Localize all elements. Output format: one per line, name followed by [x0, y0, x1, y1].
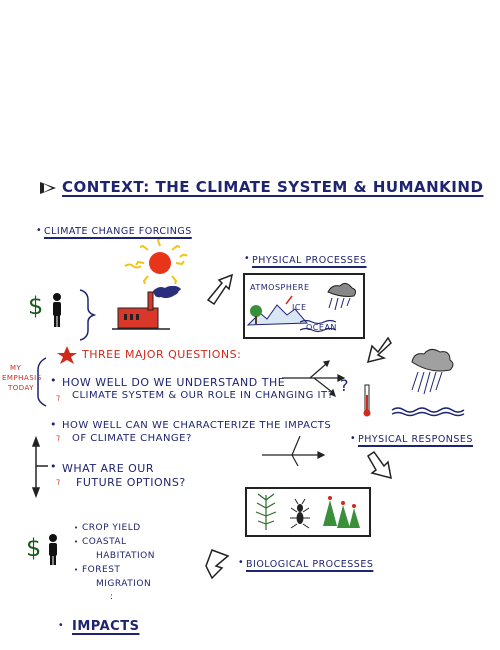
q1-question-mark: ?	[340, 376, 349, 395]
forcings-label: CLIMATE CHANGE FORCINGS	[44, 226, 192, 237]
impacts-label: IMPACTS	[72, 619, 140, 634]
atmosphere-label: ATMOSPHERE	[250, 283, 310, 292]
impact-item-migration: MIGRATION	[96, 579, 152, 589]
physical-responses-label: PHYSICAL RESPONSES	[358, 434, 473, 445]
question2-vector-arrows-icon	[262, 435, 326, 467]
q3-line1: WHAT ARE OUR	[62, 462, 155, 475]
q1-marker-icon: ⁊	[56, 393, 60, 402]
arrow-processes-to-responses-icon	[366, 336, 392, 364]
star-icon	[57, 346, 77, 364]
arrow-forcings-to-processes-icon	[206, 273, 234, 306]
sun-icon	[124, 236, 188, 285]
q2-line2: OF CLIMATE CHANGE?	[72, 433, 192, 444]
dollar-sign-icon: $	[28, 292, 44, 320]
physical-processes-pictogram	[246, 282, 357, 333]
emphasis-bracket-icon	[37, 357, 47, 407]
person-bottom-icon	[49, 534, 57, 565]
timeline-double-arrow-icon	[31, 435, 48, 499]
impact-item-coastal: COASTAL	[82, 537, 127, 547]
q1-line1: HOW WELL DO WE UNDERSTAND THE	[62, 376, 286, 389]
impact-item-ellipsis: :	[110, 592, 114, 602]
q1-bullet: •	[50, 374, 57, 387]
page-title: CONTEXT: THE CLIMATE SYSTEM & HUMANKIND	[62, 178, 484, 196]
storm-cloud-icon	[411, 348, 454, 395]
q3-bullet: •	[50, 460, 57, 473]
q3-marker-icon: ⁊	[56, 477, 60, 486]
q3-line2: FUTURE OPTIONS?	[76, 476, 186, 489]
impact-item-crop-yield: CROP YIELD	[82, 523, 141, 533]
physical-processes-box	[243, 273, 365, 339]
biological-processes-label: BIOLOGICAL PROCESSES	[246, 559, 374, 570]
emphasis-line2: EMPHASIS	[2, 374, 42, 382]
arrow-bio-to-impacts-icon	[205, 549, 230, 580]
bio-bullet: •	[238, 557, 245, 568]
dollar-sign-bottom-icon: $	[26, 534, 42, 562]
biological-processes-box	[245, 487, 371, 537]
impacts-bullet: •	[58, 620, 65, 631]
title-pointer-icon	[40, 182, 56, 194]
waves-icon	[391, 407, 465, 417]
arrow-responses-to-bio-icon	[367, 450, 392, 480]
q2-marker-icon: ⁊	[56, 433, 60, 442]
physical-processes-label: PHYSICAL PROCESSES	[252, 255, 367, 266]
ocean-label: OCEAN	[306, 323, 337, 332]
q2-bullet: •	[50, 418, 57, 431]
processes-bullet: •	[244, 253, 251, 264]
person-icon	[53, 293, 61, 327]
forcings-bullet: •	[36, 225, 43, 236]
emphasis-line1: MY	[10, 364, 22, 372]
impact-item-forest: FOREST	[82, 565, 121, 575]
questions-header: THREE MAJOR QUESTIONS:	[82, 348, 242, 361]
impact-bullet-1: •	[74, 524, 79, 532]
impact-bullet-3: •	[74, 566, 79, 574]
question-vector-arrows-icon	[282, 360, 346, 398]
impact-bullet-2: •	[74, 538, 79, 546]
ice-label: ICE	[292, 303, 307, 312]
emphasis-line3: TODAY	[8, 384, 35, 392]
factory-icon	[112, 285, 182, 330]
forcings-brace-icon	[79, 289, 97, 341]
biological-processes-pictogram	[255, 493, 360, 530]
responses-bullet: •	[350, 433, 357, 444]
q2-line1: HOW WELL CAN WE CHARACTERIZE THE IMPACTS	[62, 420, 332, 431]
thermometer-icon	[363, 384, 371, 417]
impact-item-habitation: HABITATION	[96, 551, 155, 561]
q1-line2: CLIMATE SYSTEM & OUR ROLE IN CHANGING IT…	[72, 390, 334, 401]
